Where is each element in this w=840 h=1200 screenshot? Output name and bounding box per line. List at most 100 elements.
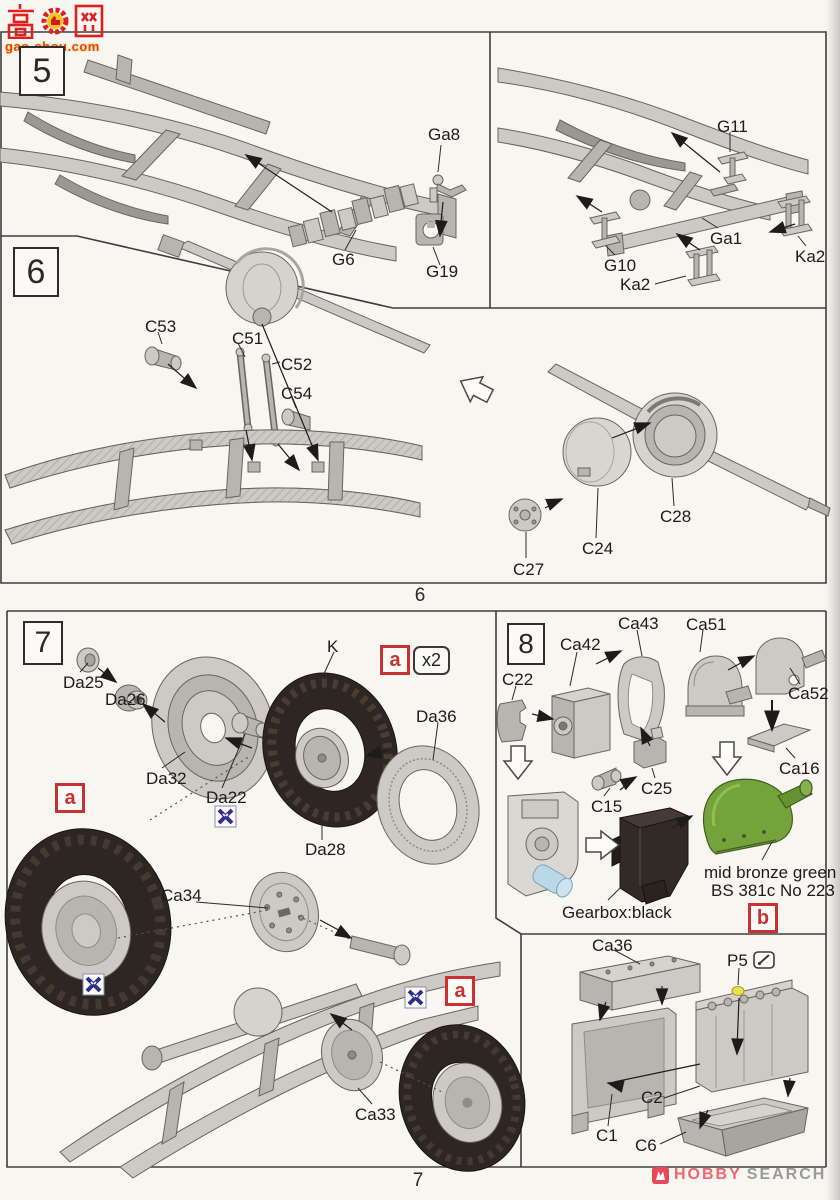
clear-part-icon bbox=[753, 951, 775, 974]
hobby-search-flame-icon bbox=[652, 1166, 669, 1184]
page-number-6: 6 bbox=[414, 585, 426, 606]
step5-number-box: 5 bbox=[19, 46, 65, 96]
step7-part-k-tire bbox=[262, 672, 398, 828]
part-label-c22: C22 bbox=[502, 670, 534, 689]
part-label-g10: G10 bbox=[604, 256, 637, 275]
step6-frame bbox=[4, 429, 423, 545]
part-label-ka2-bottom: Ka2 bbox=[620, 275, 651, 294]
panel-borders bbox=[0, 31, 827, 1168]
quantity-badge-x2: x2 bbox=[413, 646, 451, 675]
engine-part-c2 bbox=[695, 979, 809, 1093]
step5-part-g10 bbox=[589, 211, 621, 249]
step8-black-gearbox bbox=[611, 807, 690, 905]
step8-green-housing bbox=[702, 778, 813, 855]
part-label-c51: C51 bbox=[232, 329, 264, 348]
watermark-char-gao-icon bbox=[7, 4, 34, 39]
step8-part-c15 bbox=[591, 767, 622, 791]
part-label-ca34: Ca34 bbox=[161, 886, 202, 905]
note-paint-line1: mid bronze green bbox=[704, 863, 837, 882]
part-label-c25: C25 bbox=[641, 779, 673, 798]
step5-part-g6-row bbox=[287, 183, 419, 248]
part-label-c2: C2 bbox=[641, 1088, 663, 1107]
watermark-char-wang-icon bbox=[74, 4, 104, 38]
part-label-ga8: Ga8 bbox=[428, 125, 461, 144]
part-label-da22: Da22 bbox=[206, 788, 247, 807]
step7-part-da25 bbox=[76, 647, 100, 673]
brand-hobby-text: HOBBY bbox=[674, 1166, 742, 1183]
part-label-ga1: Ga1 bbox=[710, 229, 743, 248]
part-label-c6: C6 bbox=[635, 1136, 657, 1155]
watermark-logo bbox=[5, 3, 115, 39]
scan-edge-shadow bbox=[826, 0, 840, 1200]
step7-part-da32 bbox=[151, 656, 275, 800]
part-label-c15: C15 bbox=[591, 797, 623, 816]
part-label-da28: Da28 bbox=[305, 840, 346, 859]
part-label-da26: Da26 bbox=[105, 690, 146, 709]
step7-part-da26 bbox=[114, 684, 148, 712]
part-label-da32: Da32 bbox=[146, 769, 187, 788]
step6-part-c54 bbox=[281, 408, 311, 431]
step7-left-wheel bbox=[4, 828, 172, 1016]
part-label-c52: C52 bbox=[281, 355, 313, 374]
part-label-ka2-right: Ka2 bbox=[795, 247, 826, 266]
step8-part-ca16 bbox=[746, 723, 812, 753]
step7-part-ca33 bbox=[321, 1018, 383, 1092]
part-label-ca52: Ca52 bbox=[788, 684, 829, 703]
note-gearbox-black: Gearbox:black bbox=[562, 903, 672, 922]
step6-axle-assembly bbox=[157, 234, 431, 354]
paint-brush-icon-2 bbox=[82, 973, 105, 1001]
step8-number-box: 8 bbox=[507, 623, 545, 665]
step6-rear-axle bbox=[547, 363, 831, 517]
part-label-c24: C24 bbox=[582, 539, 614, 558]
step7-part-da28 bbox=[295, 727, 349, 789]
paint-brush-icon-1 bbox=[214, 805, 237, 833]
hobby-search-logo: HOBBY SEARCH bbox=[652, 1166, 826, 1184]
paint-brush-icon-3 bbox=[404, 986, 427, 1014]
part-label-g6: G6 bbox=[332, 250, 355, 269]
part-label-ca33: Ca33 bbox=[355, 1105, 396, 1124]
step5-right-chassis bbox=[497, 67, 809, 221]
part-label-c27: C27 bbox=[513, 560, 545, 579]
part-label-ca51: Ca51 bbox=[686, 615, 727, 634]
part-label-ca42: Ca42 bbox=[560, 635, 601, 654]
part-label-p5: P5 bbox=[727, 951, 748, 970]
part-label-k: K bbox=[327, 637, 339, 656]
part-label-c28: C28 bbox=[660, 507, 692, 526]
step7-part-da36 bbox=[376, 745, 480, 865]
engine-part-c6 bbox=[677, 1097, 809, 1157]
page-number-7: 7 bbox=[412, 1170, 424, 1191]
step6-part-c53 bbox=[144, 346, 182, 371]
step5-part-g11 bbox=[709, 151, 749, 197]
step7-part-ca34 bbox=[249, 871, 319, 953]
part-label-ca36: Ca36 bbox=[592, 936, 633, 955]
step8-part-c22 bbox=[496, 699, 527, 743]
part-label-c53: C53 bbox=[145, 317, 177, 336]
variant-badge-a-3: a bbox=[445, 976, 475, 1006]
step8-part-ca52 bbox=[755, 637, 827, 695]
part-label-da25: Da25 bbox=[63, 673, 104, 692]
step6-part-c24 bbox=[562, 417, 632, 487]
note-paint-line2: BS 381c No 223 bbox=[711, 881, 835, 900]
part-label-c1: C1 bbox=[596, 1126, 618, 1145]
step5-left-chassis bbox=[0, 54, 457, 262]
engine-part-c1 bbox=[571, 1007, 677, 1135]
engine-part-p5-yellow bbox=[731, 986, 745, 996]
part-label-da36: Da36 bbox=[416, 707, 457, 726]
part-label-c54: C54 bbox=[281, 384, 313, 403]
step8-gearbox-assembly bbox=[507, 791, 579, 898]
engine-part-ca36 bbox=[579, 955, 701, 1011]
part-label-g11: G11 bbox=[717, 117, 748, 136]
step5-part-ga8 bbox=[429, 174, 467, 203]
assembly-arrows bbox=[97, 128, 796, 1131]
part-label-ca16: Ca16 bbox=[779, 759, 820, 778]
part-label-g19: G19 bbox=[426, 262, 459, 281]
variant-badge-b: b bbox=[748, 903, 778, 933]
brand-search-text: SEARCH bbox=[746, 1166, 827, 1183]
variant-badge-a-2: a bbox=[55, 783, 85, 813]
step6-part-c27 bbox=[508, 498, 542, 532]
step8-part-ca43 bbox=[617, 656, 665, 743]
part-label-ca43: Ca43 bbox=[618, 614, 659, 633]
watermark-gear-thumb-icon bbox=[41, 7, 69, 35]
